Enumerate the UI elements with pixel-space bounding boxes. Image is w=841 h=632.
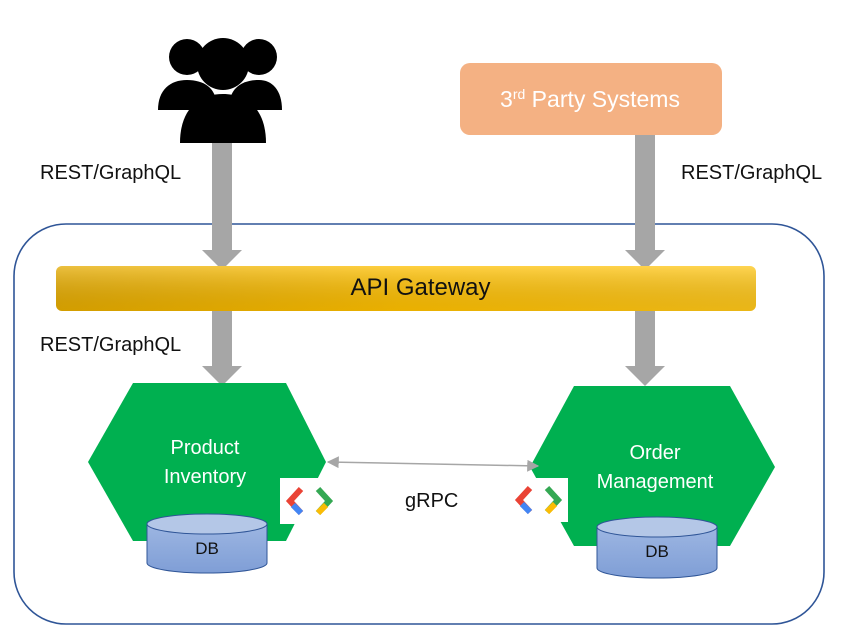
arrow-users-to-gateway xyxy=(202,143,242,270)
order-label-line1: Order xyxy=(629,442,681,464)
product-inventory-label: Product Inventory xyxy=(130,434,280,492)
order-management-hexagon xyxy=(530,386,775,546)
third-party-systems-label: 3rd Party Systems xyxy=(500,86,680,112)
db-label-product: DB xyxy=(195,539,219,558)
api-gateway-shade xyxy=(56,266,756,311)
rest-graphql-label-third-party: REST/GraphQL xyxy=(681,162,823,184)
third-party-systems-box xyxy=(460,63,722,135)
arrow-gateway-to-order xyxy=(625,308,665,386)
rest-graphql-label-gateway: REST/GraphQL xyxy=(40,334,182,356)
grpc-label: gRPC xyxy=(405,490,459,512)
order-label-line2: Management xyxy=(596,471,714,493)
product-label-line1: Product xyxy=(170,437,240,459)
product-label-line2: Inventory xyxy=(163,466,247,488)
product-inventory-hexagon xyxy=(88,383,326,541)
order-management-label: Order Management xyxy=(580,439,730,497)
db-label-order: DB xyxy=(645,542,669,561)
arrow-thirdparty-to-gateway xyxy=(625,135,665,270)
grpc-connection-arrow xyxy=(326,456,540,472)
grpc-logo-icon-left xyxy=(280,478,340,524)
users-group-icon xyxy=(158,38,282,143)
api-gateway-label: API Gateway xyxy=(350,274,491,301)
rest-graphql-label-users: REST/GraphQL xyxy=(40,162,182,184)
arrow-gateway-to-product xyxy=(202,308,242,386)
grpc-logo-icon-right xyxy=(510,478,568,522)
db-cylinder-order xyxy=(596,516,718,579)
db-cylinder-product xyxy=(146,513,268,574)
